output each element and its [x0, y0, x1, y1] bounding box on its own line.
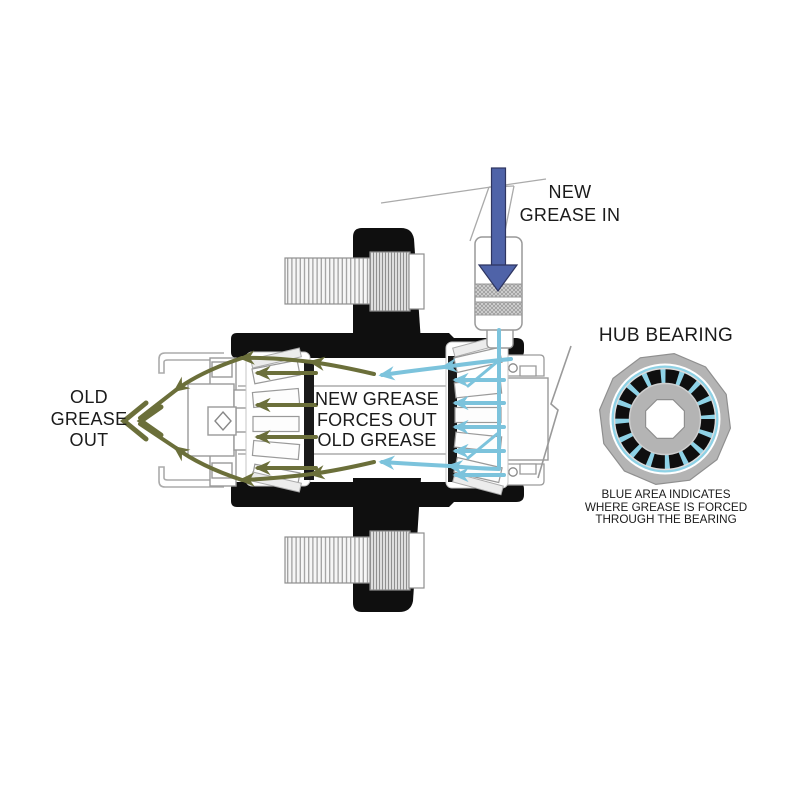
hub-bearing-caption: BLUE AREA INDICATES WHERE GREASE IS FORC… — [584, 488, 748, 527]
bearing-race-edge — [448, 356, 457, 482]
cotter-pin-hole — [214, 410, 232, 432]
seal-top — [501, 354, 545, 377]
old-grease-exit-chevron-icon — [120, 400, 164, 442]
spindle-break-line — [537, 345, 572, 479]
dust-cap — [158, 352, 224, 488]
castle-nut-assembly — [187, 357, 248, 487]
wheel-stud-bottom — [284, 530, 425, 591]
bearing-race-edge — [304, 360, 314, 480]
new-grease-in-label: NEW GREASE IN — [519, 182, 621, 225]
bearing-bore — [645, 399, 685, 439]
bearing-rollers-ring — [614, 368, 716, 470]
down-arrow-icon — [477, 167, 519, 293]
old-grease-flow-arrows — [120, 350, 376, 487]
hub-bearing-figure — [598, 352, 732, 486]
front-bearing — [245, 347, 314, 493]
wheel-stud-top — [284, 251, 425, 312]
hub-bearing-title: HUB BEARING — [598, 325, 734, 346]
bearing-roller — [252, 415, 300, 433]
new-grease-flow-arrows — [378, 328, 513, 483]
bearing-grease-rim — [611, 365, 719, 473]
seal-bottom — [501, 463, 545, 486]
coupler-knurl-band — [474, 301, 523, 316]
old-grease-out-label: OLD GREASE OUT — [50, 387, 128, 450]
flow-explanation-label: NEW GREASE FORCES OUT OLD GREASE — [314, 389, 440, 450]
bearing-roller — [251, 439, 301, 461]
grease-coupler — [380, 178, 547, 349]
